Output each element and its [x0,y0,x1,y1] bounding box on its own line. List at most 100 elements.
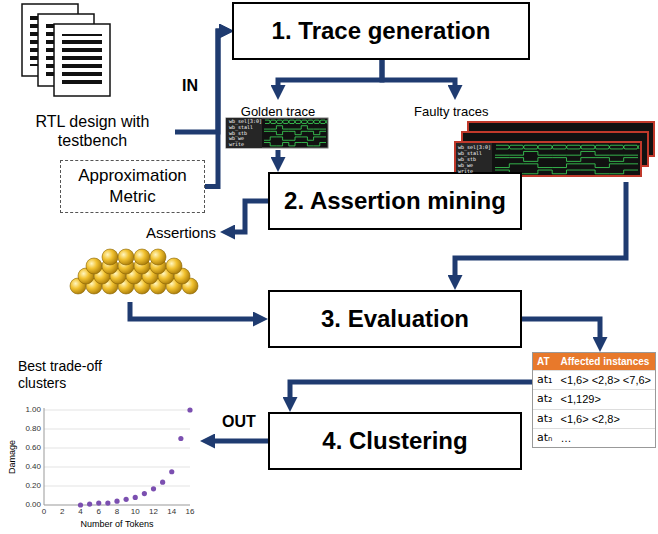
chart-axes [44,407,193,507]
tick-label: 0 [42,508,46,516]
data-point [178,436,183,441]
waveform [290,120,296,123]
waveform [302,120,308,123]
data-point [105,501,110,506]
table-cell: AT [533,353,556,370]
process-box: 4. Clustering [268,412,522,470]
io-label: OUT [222,414,256,430]
waveform [510,145,524,149]
data-point [78,502,83,507]
waveform [553,145,567,149]
waveform [264,131,326,134]
table-cell: … [556,428,655,447]
flow-arrow [522,319,600,337]
result-table: ATAffected instancesat₁<1,6> <2,8> <7,6>… [532,352,656,448]
waveform [596,145,610,149]
signal-name: wb_stb [458,157,476,162]
axis-title: Damage [8,440,17,474]
drawing-part [44,448,190,449]
drawing-part [78,407,193,507]
waveform [296,120,302,123]
drawing-part [44,486,190,487]
process-box: 2. Assertion mining [268,172,522,230]
waveform [525,145,539,149]
waveform [495,158,638,162]
drawing-part [44,410,190,411]
flow-arrow [382,60,455,85]
drawing-part [44,408,45,505]
flow-arrow [290,382,532,397]
assertions-label: Assertions [60,222,220,241]
gold-ball [166,258,182,274]
gold-ball [134,249,150,265]
waveform [308,120,314,123]
waveform [271,120,277,123]
gold-ball [102,249,118,265]
assertion-group: Assertions [60,222,220,302]
tick-label: 16 [186,508,195,516]
waveform [264,126,326,129]
process-box: 1. Trace generation [232,2,530,60]
metric-label: Approximation Metric [69,166,196,207]
drawing-part [456,143,492,175]
data-point [169,469,174,474]
flow-arrow [276,150,281,157]
waveform [495,151,638,155]
signal-name: wb_sel[3:0] [458,145,491,150]
flow-arrow [205,31,219,187]
flow-arrow [130,302,253,319]
flow-arrow [175,31,219,132]
drawing-part [54,24,110,96]
tick-label: 0.80 [25,425,41,433]
data-point [142,491,147,496]
axis-title: Number of Tokens [81,520,154,529]
waveform [264,143,326,146]
chart-title: Best trade-off clusters [18,358,128,392]
signal-name: wb_we [458,163,473,168]
drawing-part [226,118,328,148]
table-cell: at₁ [533,370,556,389]
tick-label: 6 [97,508,101,516]
data-point [151,486,156,491]
trace-label: Golden trace [226,100,330,119]
tick-label: 10 [131,508,140,516]
waveform [265,120,271,123]
flow-arrow [235,201,268,232]
golden-trace-picture [226,118,328,148]
box-label: 3. Evaluation [321,305,469,333]
tick-label: 14 [167,508,176,516]
signal-name: wb_we [229,136,244,141]
table-cell: <1,6> <2,8> [556,409,655,428]
data-point [124,497,129,502]
data-point [96,501,101,506]
data-point [187,407,192,412]
drawing-part [62,34,102,86]
input-label: RTL design with testbench [10,112,175,150]
signal-name: wb_stb [229,131,247,136]
tick-label: 1.00 [25,406,41,414]
gold-ball [150,249,166,265]
waveform [496,145,510,149]
box-label: 4. Clustering [322,427,467,455]
tick-label: 0.60 [25,444,41,452]
flow-arrow [278,60,382,85]
data-point [114,499,119,504]
gold-ball [118,249,134,265]
table-cell: <1,6> <2,8> <7,6> [556,370,655,389]
waveform [539,145,553,149]
waveform [610,145,624,149]
flow-arrow [215,439,268,444]
signal-name: write [458,169,473,174]
input-document: RTL design with testbench [10,0,175,152]
table-cell: at₃ [533,409,556,428]
waveform [495,164,638,168]
assertion-pile [70,249,198,294]
table-cell: at₂ [533,389,556,408]
drawing-part [264,120,327,146]
io-label: IN [182,78,198,94]
box-label: 2. Assertion mining [284,187,506,215]
table-cell: <1,129> [556,389,655,408]
tick-label: 0.40 [25,463,41,471]
trace-label: Faulty traces [400,100,656,119]
table-cell: atₙ [533,428,556,447]
